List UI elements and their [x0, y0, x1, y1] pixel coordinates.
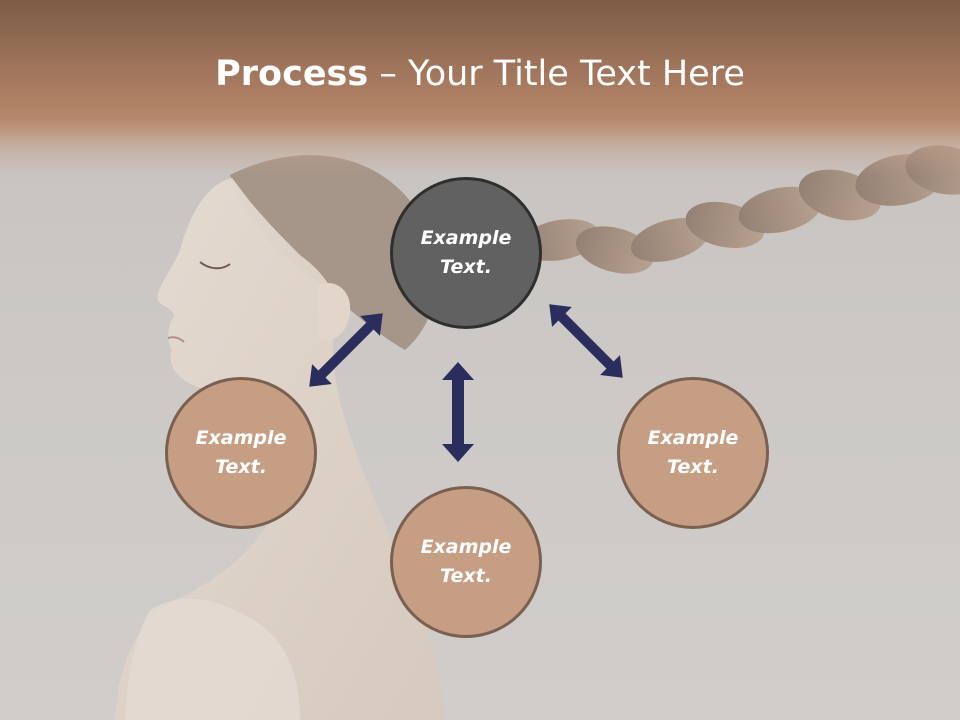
step-left-line2: Text. — [215, 456, 267, 478]
step-left-line1: Example — [195, 427, 287, 449]
step-bottom-line2: Text. — [440, 565, 492, 587]
step-center-line1: Example — [420, 227, 512, 249]
title-rest: – Your Title Text Here — [368, 54, 745, 94]
header-band — [0, 0, 960, 175]
arrow-center-left — [309, 313, 383, 387]
process-step-center[interactable]: Example Text. — [390, 177, 542, 329]
step-right-line2: Text. — [667, 456, 719, 478]
arrow-center-right — [549, 304, 623, 378]
arrow-center-bottom — [442, 362, 474, 462]
process-step-right[interactable]: Example Text. — [617, 377, 769, 529]
process-step-bottom[interactable]: Example Text. — [390, 486, 542, 638]
step-right-line1: Example — [647, 427, 739, 449]
title-bold: Process — [215, 54, 369, 94]
process-step-left[interactable]: Example Text. — [165, 377, 317, 529]
step-center-line2: Text. — [440, 256, 492, 278]
step-bottom-line1: Example — [420, 536, 512, 558]
slide-title: Process – Your Title Text Here — [0, 50, 960, 98]
